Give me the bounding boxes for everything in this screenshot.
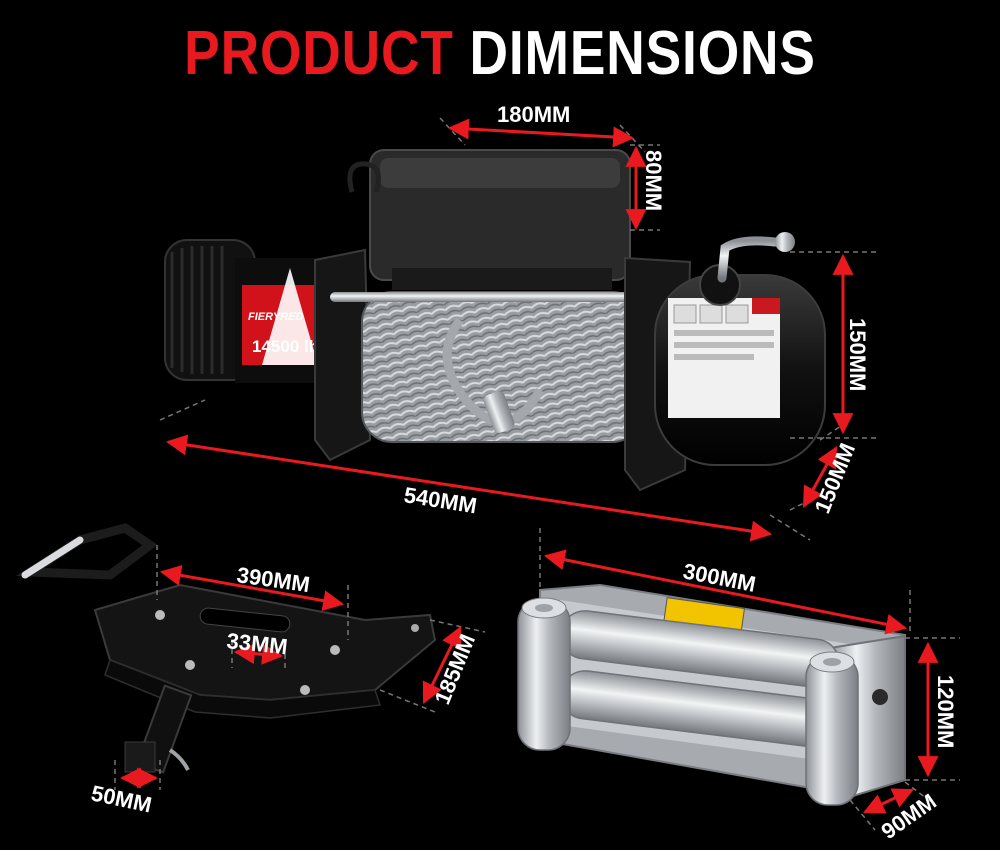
- label-box-height: 80MM: [641, 150, 666, 211]
- mount-plate-illustration: [15, 523, 437, 774]
- fairlead-left-roller: [517, 599, 571, 751]
- winch-gearbox: [654, 274, 826, 466]
- arrow-box-width: [447, 118, 635, 148]
- label-depth: 150MM: [809, 439, 860, 516]
- winch-cable-drum: [361, 291, 643, 443]
- arrow-mount-width: [159, 564, 345, 612]
- fairlead-dimension-lines: [539, 528, 960, 831]
- winch-brand-text: FIERYRED: [248, 311, 303, 323]
- arrow-mount-side: [422, 626, 462, 704]
- label-fairlead-height: 120MM: [933, 675, 958, 748]
- mount-dimension-arrows: [119, 564, 462, 789]
- arrow-fairlead-width: [543, 549, 908, 635]
- label-mount-width: 390MM: [235, 562, 311, 597]
- label-mount-side: 185MM: [429, 630, 480, 707]
- arrow-fairlead-depth: [863, 788, 914, 814]
- winch-dimension-arrows: [165, 118, 854, 542]
- label-fairlead-depth: 90MM: [877, 789, 941, 845]
- title-dimensions: DIMENSIONS: [469, 19, 816, 88]
- label-drum-height: 150MM: [845, 318, 870, 391]
- roller-fairlead-illustration: [517, 583, 906, 806]
- arrow-mount-slot: [233, 643, 284, 665]
- winch-illustration: FIERYRED 14500 lb: [164, 149, 826, 492]
- label-mount-receiver: 50MM: [89, 780, 154, 817]
- label-box-width: 180MM: [497, 102, 570, 127]
- mount-plate-slot: [199, 607, 291, 633]
- winch-clutch-lever: [699, 232, 795, 306]
- fairlead-right-roller: [805, 654, 859, 806]
- title-product: PRODUCT: [184, 19, 454, 88]
- fairlead-dimension-arrows: [543, 549, 939, 814]
- mount-dimension-lines: [114, 545, 486, 790]
- winch-capacity-text: 14500 lb: [252, 337, 319, 356]
- arrow-depth: [802, 446, 838, 508]
- arrow-length: [165, 434, 773, 542]
- page-title: PRODUCT DIMENSIONS: [70, 18, 930, 89]
- winch-tie-bar: [330, 292, 670, 302]
